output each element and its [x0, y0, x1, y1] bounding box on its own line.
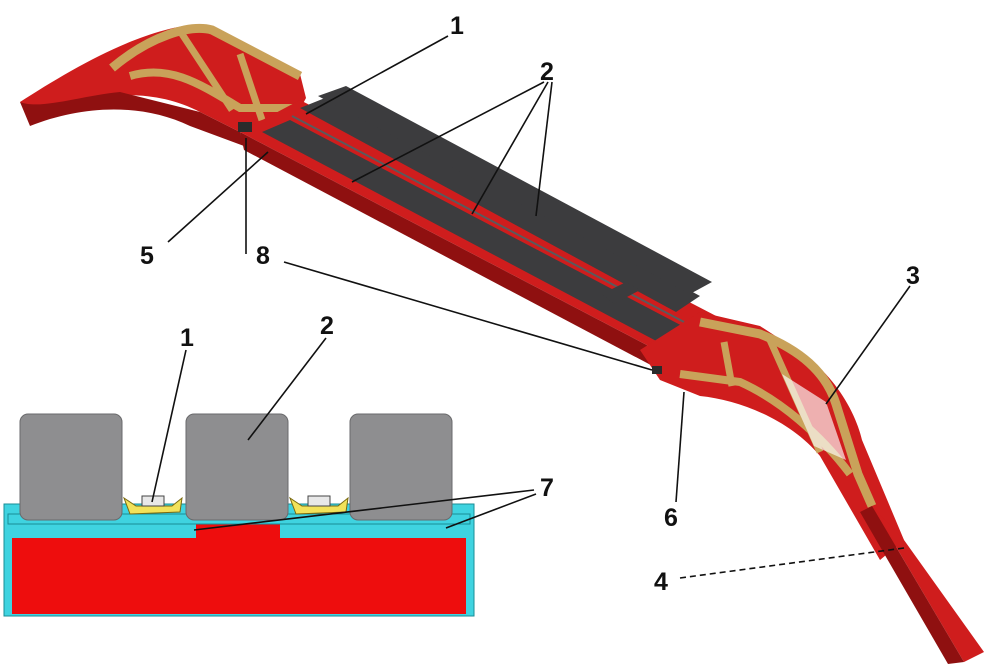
leader-8-b	[283, 261, 653, 371]
runner-block	[602, 282, 640, 304]
section-block-right	[349, 413, 453, 521]
callout-2-top: 2	[540, 58, 554, 86]
leader-5	[167, 151, 269, 243]
callout-1-section: 1	[180, 324, 194, 352]
hardware-right	[652, 366, 662, 374]
leader-7-b	[445, 493, 537, 529]
callout-7: 7	[540, 474, 554, 502]
leader-lines	[151, 35, 911, 579]
leader-1-top	[305, 35, 449, 115]
frame-left-bracket-cross	[179, 32, 266, 122]
section-block-center	[185, 413, 289, 521]
section-base	[12, 538, 466, 614]
leader-2-top-b	[471, 81, 549, 215]
runner-a	[262, 120, 690, 344]
callout-6: 6	[664, 504, 678, 532]
callout-3: 3	[906, 262, 920, 290]
callout-4: 4	[654, 568, 668, 596]
leader-2-top-c	[535, 81, 553, 217]
frame-assembly	[20, 24, 984, 664]
leader-1-section	[151, 349, 187, 503]
section-notch	[196, 520, 280, 540]
frame-tail-shadow	[860, 506, 964, 664]
frame-left-underside	[20, 92, 244, 146]
section-clip-right-bolt	[307, 495, 331, 507]
leader-4	[679, 547, 905, 579]
leader-7-a	[193, 489, 535, 531]
callout-1-top: 1	[450, 12, 464, 40]
hardware-left	[238, 122, 252, 132]
frame-left-bracket-inner	[128, 68, 300, 112]
frame-long-beam-side	[240, 132, 664, 372]
leader-2-section	[247, 337, 327, 441]
section-block-left	[19, 413, 123, 521]
frame-right-gold-brace	[699, 317, 877, 508]
callout-8: 8	[256, 242, 270, 270]
frame-left-bracket-outer	[109, 24, 303, 80]
runner-c	[318, 86, 712, 294]
leader-6	[675, 391, 685, 503]
runner-b	[300, 96, 700, 312]
callout-2-section: 2	[320, 312, 334, 340]
cross-section	[3, 413, 475, 617]
frame-right-window	[782, 374, 846, 460]
frame-right-gold-inner	[679, 370, 854, 477]
callout-labels: 1 2 3 4 5 6 7 8 1 2	[140, 12, 920, 596]
leader-3	[825, 285, 911, 405]
frame-tail	[872, 506, 984, 662]
leader-2-top-a	[351, 81, 545, 183]
callout-5: 5	[140, 242, 154, 270]
